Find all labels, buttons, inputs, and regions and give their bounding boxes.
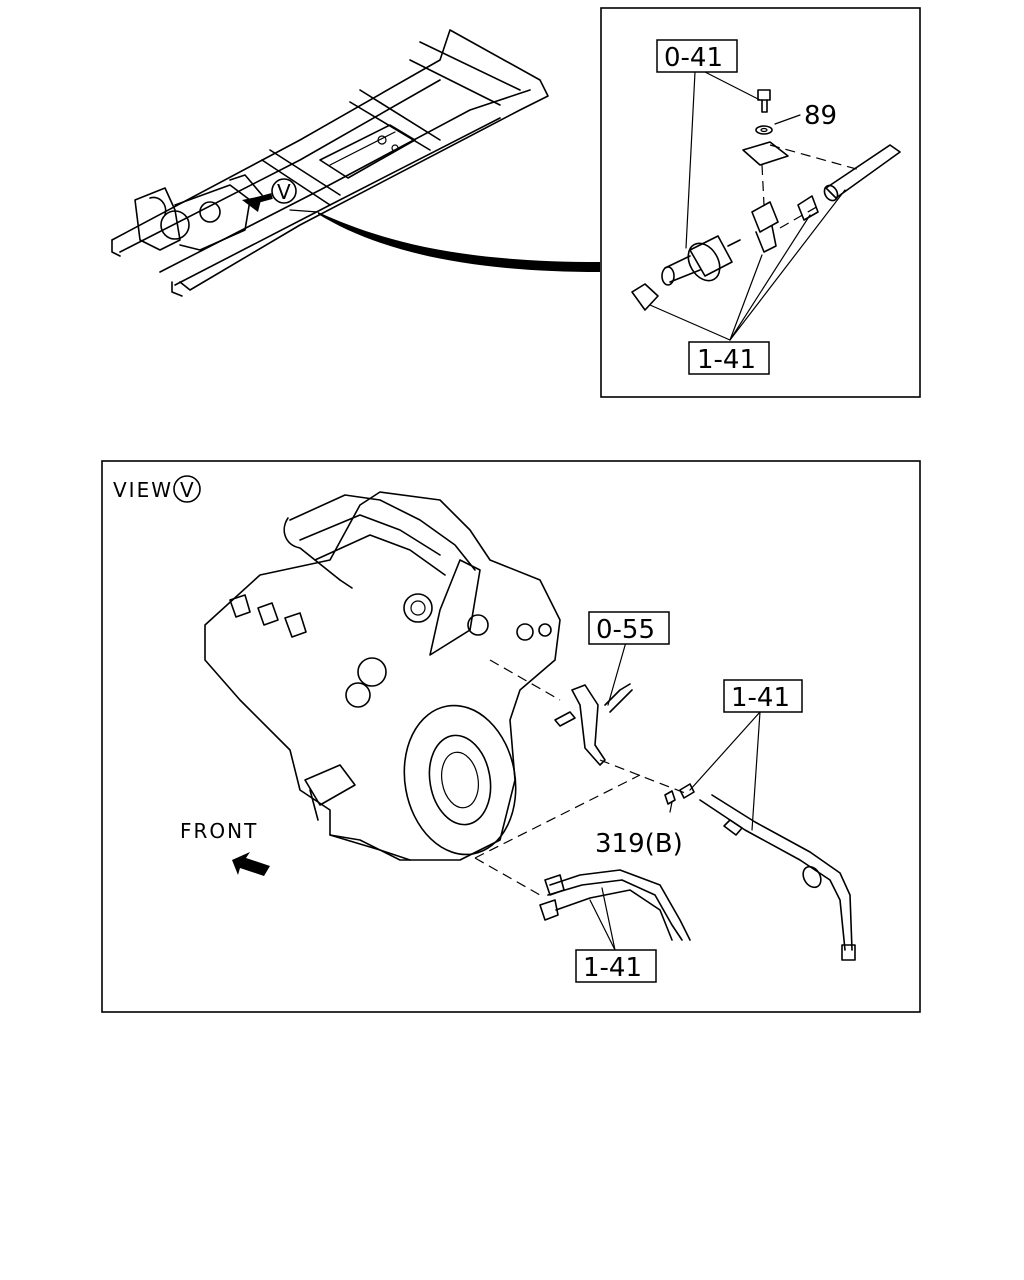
chassis-frame: V <box>111 29 549 297</box>
front-arrow-icon <box>232 852 270 876</box>
callout-1-41-right: 1-41 <box>731 683 790 713</box>
view-title: VIEW <box>113 478 173 502</box>
callout-1-41-top: 1-41 <box>697 345 756 375</box>
callout-1-41-lower: 1-41 <box>583 953 642 983</box>
fuel-filter-detail <box>631 71 901 341</box>
fuel-lines <box>474 641 856 961</box>
callout-0-41-top: 0-41 <box>664 43 723 73</box>
detail-frame <box>600 7 921 398</box>
view-marker-label: V <box>277 180 293 204</box>
callout-319b: 319(B) <box>595 829 683 859</box>
front-label: FRONT <box>180 819 258 843</box>
engine-assembly <box>204 491 561 861</box>
view-title-circle-label: V <box>180 478 196 502</box>
view-frame <box>101 460 921 1013</box>
callout-89: 89 <box>804 101 837 131</box>
detail-connector <box>318 212 600 272</box>
callout-0-55: 0-55 <box>596 615 655 645</box>
